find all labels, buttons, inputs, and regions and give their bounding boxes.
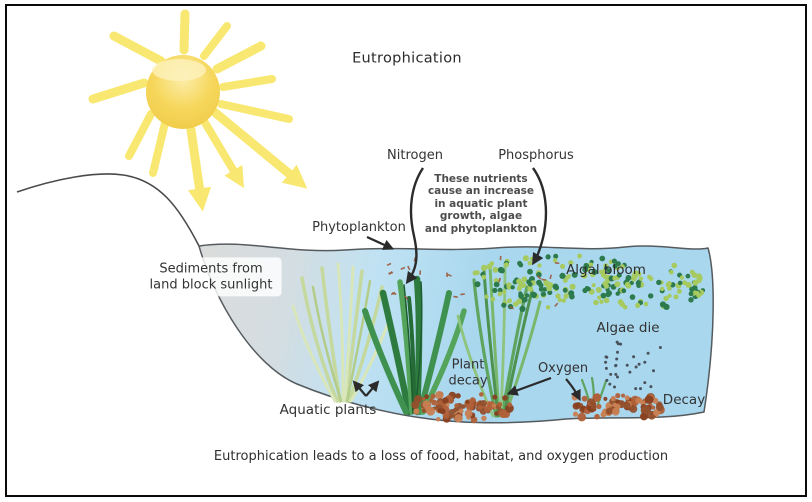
phytoplankton-arrow bbox=[366, 236, 395, 250]
nitrogen-label: Nitrogen bbox=[387, 148, 443, 164]
tall-grass-plant-icon bbox=[456, 262, 542, 418]
green-aquatic-plant-icon bbox=[362, 275, 467, 416]
phytoplankton-label: Phytoplankton bbox=[312, 220, 406, 236]
oxygen-arrow-right bbox=[565, 378, 581, 402]
plant-decay-clump-right-icon bbox=[571, 393, 665, 422]
sun-icon bbox=[146, 55, 220, 129]
diagram-title: Eutrophication bbox=[352, 50, 462, 67]
aquatic-plants-arrows bbox=[352, 380, 380, 397]
sunlight-arrow-rays-icon bbox=[186, 105, 308, 212]
nitrogen-arrow bbox=[405, 167, 424, 285]
pale-aquatic-plants-icon bbox=[291, 262, 391, 403]
aquatic-plants-label: Aquatic plants bbox=[279, 401, 377, 418]
sediments-note: Sediments from land block sunlight bbox=[140, 257, 282, 297]
phosphorus-label: Phosphorus bbox=[498, 148, 574, 164]
decay-label: Decay bbox=[662, 391, 706, 408]
plant-decay-label: Plant decay bbox=[448, 357, 488, 388]
oxygen-label: Oxygen bbox=[537, 361, 589, 377]
algae-die-label: Algae die bbox=[596, 319, 660, 336]
algal-bloom-dots-icon bbox=[472, 253, 706, 312]
land-line bbox=[16, 173, 200, 247]
sun-rays-icon bbox=[88, 9, 293, 177]
nutrients-note: These nutrients cause an increase in aqu… bbox=[424, 173, 538, 235]
diagram-caption: Eutrophication leads to a loss of food, … bbox=[213, 449, 669, 465]
phosphorus-arrow bbox=[532, 167, 548, 266]
algae-die-dots-icon bbox=[604, 340, 662, 391]
phytoplankton-specks-icon bbox=[386, 255, 560, 310]
plant-decay-clump-left-icon bbox=[411, 391, 514, 424]
oxygen-arrow-left bbox=[506, 376, 552, 396]
algal-bloom-label: Algal bloom bbox=[566, 261, 646, 278]
